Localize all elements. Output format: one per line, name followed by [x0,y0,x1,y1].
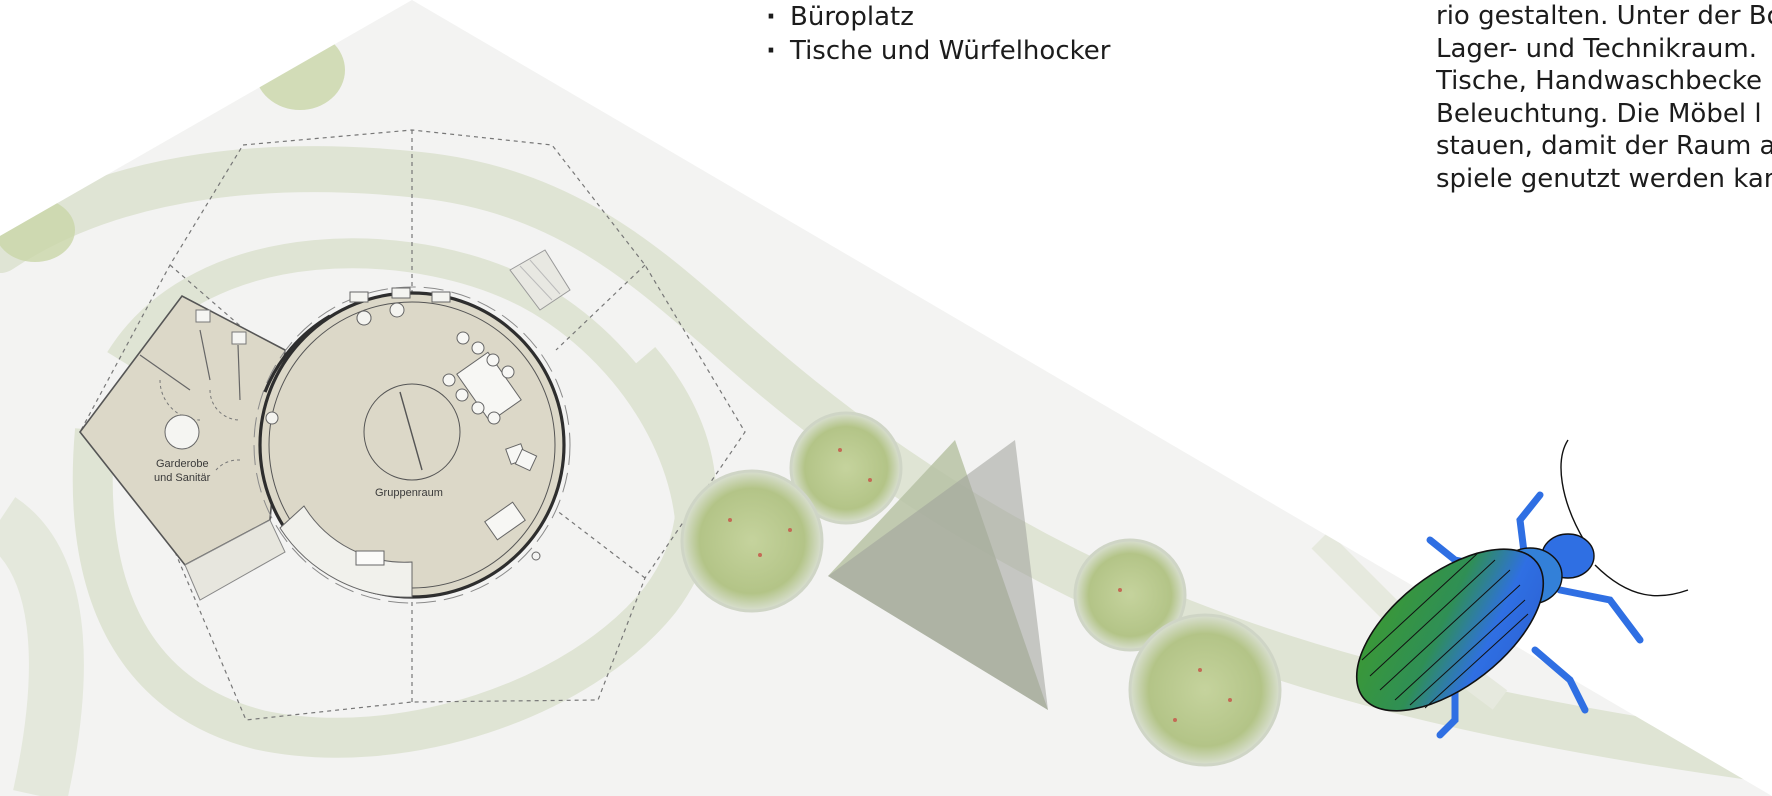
beetle-elytra [1355,548,1545,712]
tree-cluster [680,411,1282,767]
paragraph-line: stauen, damit der Raum a [1436,131,1772,161]
list-item: Büroplatz [760,0,1110,34]
office-desk [484,501,526,541]
kitchen-counter [279,505,413,598]
tree [1128,613,1282,767]
paragraph-line: Tische, Handwaschbecke [1436,66,1763,96]
bush-top [255,30,345,110]
wardrobe-round-seat [164,414,200,450]
annex-wardrobe-sanitary [78,294,286,601]
label-group-room: Gruppenraum [375,487,443,499]
tree [1073,538,1187,652]
feature-list: Büroplatz Tische und Würfelhocker [760,0,1110,68]
description-paragraph: rio gestalten. Unter der Bo Lager- und T… [1436,0,1772,195]
garden-path [0,146,1772,783]
shade-sail [828,440,1048,710]
center-feature [363,383,461,481]
paragraph-line: Beleuchtung. Die Möbel l [1436,98,1762,129]
label-wardrobe-line1: Garderobe [156,458,209,470]
tree [789,411,903,525]
label-wardrobe-line2: und Sanitär [154,472,211,484]
paragraph-line: spiele genutzt werden kan [1436,163,1772,194]
table-with-stools [442,331,522,425]
paragraph-line: rio gestalten. Unter der Bo [1436,1,1772,31]
paragraph-line: Lager- und Technikraum. [1436,33,1758,64]
group-room [253,249,571,604]
tree [680,469,824,613]
garden-path-outer [107,238,707,562]
beetle-illustration [1355,439,1689,739]
list-item: Tische und Würfelhocker [760,34,1110,68]
